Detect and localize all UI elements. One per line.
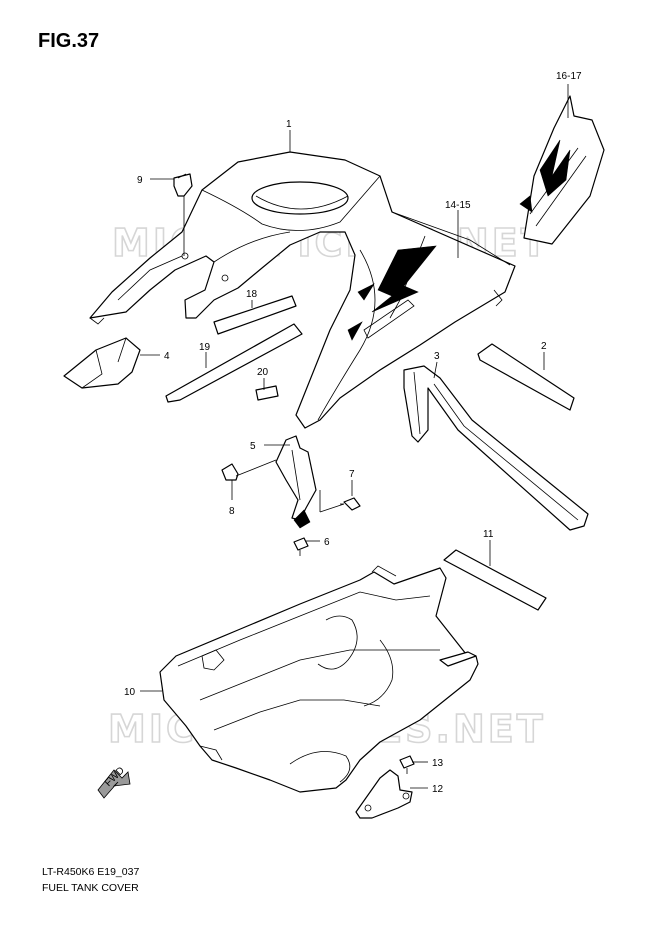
callout-18: 18 [246,289,258,300]
callout-16-17: 16-17 [556,71,582,82]
callout-6: 6 [324,537,330,548]
callout-labels: 1 9 14-15 16-17 18 19 4 20 2 3 5 7 8 6 1… [124,71,582,795]
section-name: FUEL TANK COVER [42,882,139,894]
part-10-tray [159,565,479,793]
callout-1: 1 [286,119,292,130]
callout-13: 13 [432,758,444,769]
part-11-cushion [443,549,547,611]
callout-11: 11 [483,529,494,540]
figure-footer: LT-R450K6 E19_037 FUEL TANK COVER [42,864,139,896]
part-1-tank-cover [89,151,516,429]
part-5-bracket [275,435,317,529]
callout-8: 8 [229,506,235,517]
part-13-screw [399,755,415,774]
model-code: LT-R450K6 E19_037 [42,866,140,878]
callout-5: 5 [250,441,256,452]
part-20-cushion [255,385,279,401]
callout-3: 3 [434,351,440,362]
part-12-bracket [355,769,413,819]
part-16-17-emblem [519,95,605,245]
callout-7: 7 [349,469,355,480]
part-2-cushion [477,343,575,411]
part-4-bracket [63,337,141,389]
part-6-screw [293,537,309,556]
callout-19: 19 [199,342,211,353]
fwd-arrow-icon: FWD [97,765,131,799]
callout-12: 12 [432,784,444,795]
leader-lines [140,84,569,789]
callout-9: 9 [137,175,143,186]
callout-14-15: 14-15 [445,200,471,211]
callout-20: 20 [257,367,269,378]
part-8-nut [221,463,239,481]
callout-2: 2 [541,341,547,352]
part-9-clip [173,173,193,197]
part-3-support-bar [403,365,589,531]
part-18-pad [213,295,297,335]
callout-4: 4 [164,351,170,362]
part-19-pad [165,323,303,403]
callout-10: 10 [124,687,136,698]
figure-title: FIG.37 [38,30,100,52]
part-7-screw [340,497,361,511]
